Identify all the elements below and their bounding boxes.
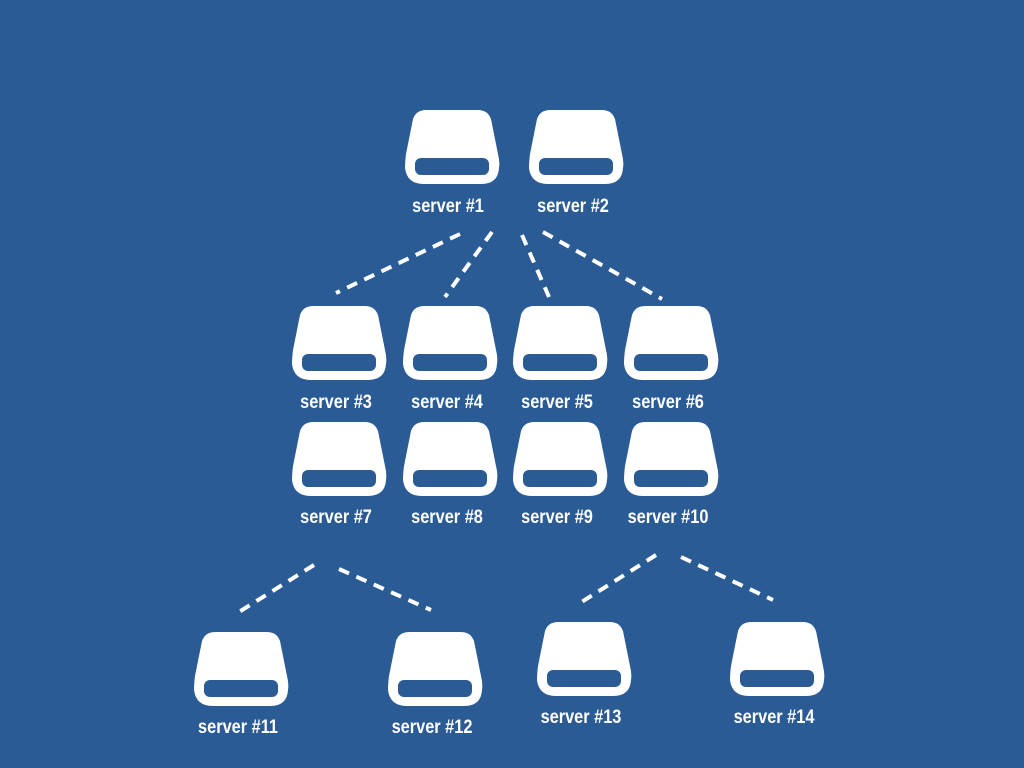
server-nodes: server #1 server #2 server #3 server #4 serv…	[194, 110, 825, 737]
server-node-s4[interactable]: server #4	[403, 306, 498, 412]
server-node-s9[interactable]: server #9	[513, 422, 608, 527]
server-label: server #6	[632, 391, 704, 412]
server-label: server #4	[411, 391, 483, 412]
connector-s2-s5	[520, 234, 551, 298]
hard-drive-icon	[292, 422, 387, 496]
hard-drive-icon	[529, 110, 624, 184]
connector-s2-s6	[542, 230, 663, 301]
server-node-s1[interactable]: server #1	[405, 110, 500, 216]
hard-drive-icon	[388, 632, 483, 706]
server-label: server #2	[537, 195, 609, 216]
server-label: server #7	[300, 506, 372, 527]
hard-drive-icon	[292, 306, 387, 380]
connector-s1-s3	[335, 232, 461, 295]
server-label: server #8	[411, 506, 483, 527]
server-node-s7[interactable]: server #7	[292, 422, 387, 527]
server-label: server #11	[198, 716, 278, 737]
server-node-s11[interactable]: server #11	[194, 632, 289, 737]
server-node-s12[interactable]: server #12	[388, 632, 483, 737]
hard-drive-icon	[513, 422, 608, 496]
connector-s1-s4	[443, 230, 494, 299]
server-label: server #13	[541, 706, 622, 727]
connector-s10-s13	[578, 553, 658, 605]
server-node-s8[interactable]: server #8	[403, 422, 498, 527]
hard-drive-icon	[405, 110, 500, 184]
hard-drive-icon	[624, 422, 719, 496]
server-label: server #12	[392, 716, 473, 737]
server-label: server #9	[521, 506, 593, 527]
hard-drive-icon	[537, 622, 632, 696]
hard-drive-icon	[194, 632, 289, 706]
connector-s7-s12	[338, 567, 432, 612]
server-node-s6[interactable]: server #6	[624, 306, 719, 412]
hard-drive-icon	[403, 306, 498, 380]
connector-lines	[237, 230, 774, 614]
hard-drive-icon	[624, 306, 719, 380]
server-node-s3[interactable]: server #3	[292, 306, 387, 412]
server-label: server #1	[412, 195, 484, 216]
server-node-s5[interactable]: server #5	[513, 306, 608, 412]
server-node-s10[interactable]: server #10	[624, 422, 719, 527]
server-label: server #5	[521, 391, 593, 412]
hard-drive-icon	[730, 622, 825, 696]
connector-s10-s14	[680, 555, 774, 602]
hard-drive-icon	[513, 306, 608, 380]
hard-drive-icon	[403, 422, 498, 496]
connector-s7-s11	[237, 563, 316, 614]
server-label: server #14	[734, 706, 815, 727]
server-label: server #3	[300, 391, 372, 412]
server-node-s2[interactable]: server #2	[529, 110, 624, 216]
server-node-s13[interactable]: server #13	[537, 622, 632, 727]
server-node-s14[interactable]: server #14	[730, 622, 825, 727]
server-label: server #10	[628, 506, 709, 527]
